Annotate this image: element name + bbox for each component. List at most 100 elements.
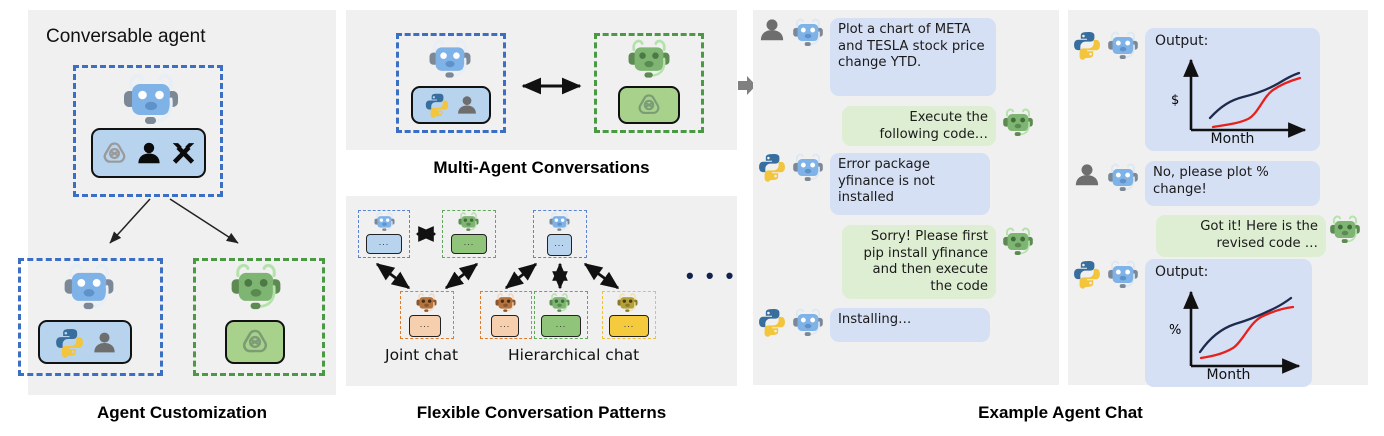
line-chart-percent: % <box>1169 290 1301 374</box>
robot-orange-icon <box>493 293 518 316</box>
node-placeholder: ... <box>499 319 511 329</box>
arrow-to-children <box>109 198 239 244</box>
chat-bubble[interactable]: Error package yfinance is not installed <box>830 153 990 215</box>
capability-card-green-child[interactable] <box>225 320 285 364</box>
svg-text:$: $ <box>1171 93 1179 108</box>
robot-blue-icon <box>789 308 827 342</box>
python-logo-icon <box>757 307 787 337</box>
caption-example-agent-chat: Example Agent Chat <box>978 403 1143 422</box>
line-chart-dollar: $ <box>1171 58 1307 138</box>
capability-card-blue-child[interactable] <box>38 320 132 364</box>
hier-node-orange[interactable] <box>480 291 532 339</box>
human-person-icon <box>456 94 478 116</box>
joint-node-blue[interactable] <box>358 210 410 258</box>
chat-bubble[interactable]: Execute the following code… <box>842 106 996 146</box>
output-label: Output: <box>1155 33 1209 49</box>
customized-agent-green-box[interactable] <box>193 258 325 376</box>
human-person-icon <box>136 140 162 166</box>
node-placeholder: ... <box>419 319 431 329</box>
panel-flexible-conversation-patterns: ... ... <box>346 196 737 386</box>
hier-node-green-card[interactable]: ... <box>541 315 581 337</box>
chat-bubble[interactable]: No, please plot % change! <box>1145 161 1320 206</box>
human-person-icon <box>1074 162 1100 188</box>
node-placeholder: ... <box>555 319 567 329</box>
capability-card-blue[interactable] <box>411 86 491 124</box>
robot-green-icon <box>456 212 481 235</box>
python-logo-icon <box>424 92 450 118</box>
hier-node-yellow[interactable] <box>602 291 656 339</box>
openai-logo-icon <box>636 92 662 118</box>
chart-xlabel: Month <box>1206 367 1251 384</box>
joint-node-green[interactable] <box>442 210 496 258</box>
robot-green-icon <box>1326 215 1364 249</box>
svg-text:%: % <box>1169 323 1181 338</box>
hier-node-blue-card[interactable]: ... <box>547 234 572 256</box>
panel-agent-customization: Conversable agent <box>18 10 336 395</box>
chat-bubble-output-chart-percent[interactable]: Output: % Month <box>1145 259 1312 387</box>
output-label: Output: <box>1155 264 1209 280</box>
panel-example-agent-chat-right: Output: $ Month <box>1068 10 1368 387</box>
robot-blue-icon <box>424 39 476 86</box>
robot-green-icon <box>225 263 287 319</box>
joint-chat-arrows <box>375 226 479 290</box>
node-placeholder: ... <box>623 319 635 329</box>
panel-example-agent-chat-left: Plot a chart of META and TESLA stock pri… <box>753 10 1059 385</box>
robot-blue-icon <box>1104 31 1142 65</box>
python-logo-icon <box>54 327 85 358</box>
robot-green-icon <box>999 108 1037 142</box>
hierarchical-chat-arrows <box>504 262 620 290</box>
robot-blue-icon <box>789 18 827 52</box>
node-placeholder: ... <box>378 237 390 247</box>
node-placeholder: ... <box>554 238 565 248</box>
bidirectional-arrow <box>521 77 582 95</box>
human-person-icon <box>759 17 785 43</box>
agent-box-green[interactable] <box>594 33 704 133</box>
joint-node-blue-card[interactable]: ... <box>366 234 402 254</box>
chat-bubble[interactable]: Installing… <box>830 308 990 342</box>
caption-multi-agent-conversations: Multi-Agent Conversations <box>433 158 650 177</box>
openai-logo-icon <box>240 327 270 357</box>
robot-orange-icon <box>414 293 439 316</box>
python-logo-icon <box>1072 30 1102 60</box>
robot-green-icon <box>623 39 675 86</box>
agent-box-blue[interactable] <box>396 33 506 133</box>
capability-card-green[interactable] <box>618 86 680 124</box>
hier-node-yellow-card[interactable]: ... <box>609 315 649 337</box>
joint-chat-label: Joint chat <box>385 346 459 364</box>
chat-bubble[interactable]: Sorry! Please first pip install yfinance… <box>842 225 996 299</box>
chat-bubble-output-chart-dollar[interactable]: Output: $ Month <box>1145 28 1320 151</box>
conversable-agent-box[interactable] <box>73 65 223 197</box>
robot-blue-icon <box>372 212 397 235</box>
robot-green-icon <box>547 293 572 316</box>
panel-multi-agent-conversations <box>346 10 737 150</box>
python-logo-icon <box>1072 259 1102 289</box>
hier-node-blue[interactable] <box>533 210 587 258</box>
caption-agent-customization: Agent Customization <box>97 403 267 422</box>
chat-bubble[interactable]: Got it! Here is the revised code … <box>1156 215 1326 257</box>
hierarchical-chat-label: Hierarchical chat <box>508 346 640 364</box>
hier-node-orange-card[interactable]: ... <box>491 315 519 337</box>
flow-arrow-icon <box>738 76 756 95</box>
capability-card-top[interactable] <box>91 128 206 178</box>
robot-blue-icon <box>547 212 572 235</box>
joint-node-orange[interactable] <box>400 291 454 339</box>
joint-node-green-card[interactable]: ... <box>451 234 487 254</box>
robot-blue-icon <box>118 73 184 135</box>
hier-node-green[interactable] <box>534 291 588 339</box>
ellipsis-more-patterns: • • • <box>686 263 737 288</box>
caption-flexible-conversation-patterns: Flexible Conversation Patterns <box>416 403 667 422</box>
robot-green-icon <box>999 227 1037 261</box>
python-logo-icon <box>757 152 787 182</box>
robot-blue-icon <box>1104 163 1142 197</box>
human-person-icon <box>92 330 117 355</box>
chart-xlabel: Month <box>1210 131 1255 148</box>
tools-hammer-icon <box>170 140 197 166</box>
robot-blue-icon <box>1104 260 1142 294</box>
joint-node-orange-card[interactable]: ... <box>409 315 441 337</box>
robot-blue-icon <box>58 263 120 319</box>
robot-yellow-icon <box>615 293 640 316</box>
openai-logo-icon <box>101 140 128 167</box>
chat-bubble[interactable]: Plot a chart of META and TESLA stock pri… <box>830 18 996 96</box>
customized-agent-blue-box[interactable] <box>18 258 163 376</box>
page-title: Conversable agent <box>46 26 206 47</box>
